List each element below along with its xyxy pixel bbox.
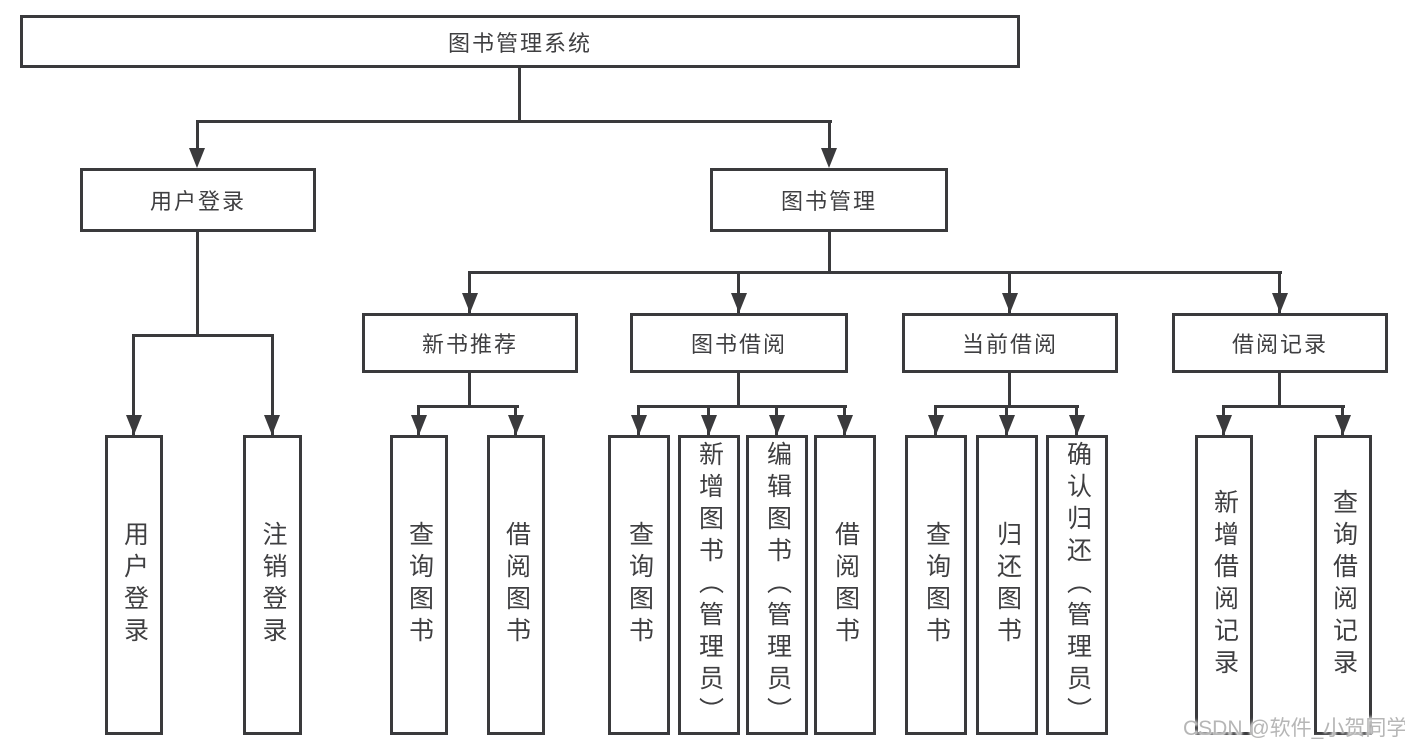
leaf-query-borrow-record: 查询借阅记录: [1314, 435, 1372, 735]
csdn-watermark: CSDN @软件_小贺同学: [1183, 717, 1405, 740]
connector-root-split: [196, 120, 832, 123]
connector-bookmgmt-split: [468, 271, 1282, 274]
node-label: 借阅记录: [1231, 332, 1328, 357]
arrow-down-icon: [462, 293, 478, 313]
leaf-label: 编辑图书（管理员）: [763, 441, 792, 729]
node-book-management-system: 图书管理系统: [20, 15, 1020, 68]
leaf-label: 确认归还（管理员）: [1063, 441, 1092, 729]
node-borrow-records: 借阅记录: [1172, 313, 1388, 373]
leaf-label: 注销登录: [259, 521, 287, 649]
node-label: 当前借阅: [961, 332, 1058, 357]
arrow-down-icon: [264, 415, 280, 435]
leaf-edit-books-admin: 编辑图书（管理员）: [746, 435, 808, 735]
leaf-query-books-current: 查询图书: [905, 435, 967, 735]
connector-branch-line: [828, 120, 831, 150]
node-label: 图书借阅: [690, 332, 787, 357]
arrow-down-icon: [731, 293, 747, 313]
connector-userlogin-split: [132, 334, 274, 337]
connector-root-stem: [518, 68, 521, 120]
arrow-down-icon: [1272, 293, 1288, 313]
connector-branch-line: [271, 334, 274, 435]
leaf-user-login: 用户登录: [105, 435, 163, 735]
leaf-add-borrow-record: 新增借阅记录: [1195, 435, 1253, 735]
leaf-label: 新增借阅记录: [1210, 489, 1239, 681]
arrow-down-icon: [1216, 415, 1232, 435]
arrow-down-icon: [821, 148, 837, 168]
connector-bookmgmt-stem: [828, 232, 831, 273]
leaf-borrow-books-recommend: 借阅图书: [487, 435, 545, 735]
leaf-add-books-admin: 新增图书（管理员）: [678, 435, 740, 735]
leaf-logout: 注销登录: [243, 435, 302, 735]
node-label: 新书推荐: [421, 332, 518, 357]
connector-split: [637, 405, 847, 408]
leaf-confirm-return-admin: 确认归还（管理员）: [1046, 435, 1108, 735]
connector-stem: [737, 373, 740, 407]
node-new-book-recommend: 新书推荐: [362, 313, 578, 373]
node-current-borrow: 当前借阅: [902, 313, 1118, 373]
connector-branch-line: [1008, 271, 1011, 313]
connector-stem: [1008, 373, 1011, 407]
leaf-label: 新增图书（管理员）: [695, 441, 724, 729]
connector-branch-line: [132, 334, 135, 435]
arrow-down-icon: [837, 415, 853, 435]
connector-branch-line: [737, 271, 740, 313]
connector-userlogin-stem: [196, 232, 199, 336]
connector-stem: [468, 373, 471, 407]
leaf-label: 查询借阅记录: [1329, 489, 1358, 681]
arrow-down-icon: [126, 415, 142, 435]
arrow-down-icon: [1002, 293, 1018, 313]
connector-split: [1222, 405, 1345, 408]
arrow-down-icon: [928, 415, 944, 435]
leaf-query-books-borrow: 查询图书: [608, 435, 670, 735]
arrow-down-icon: [631, 415, 647, 435]
node-user-login: 用户登录: [80, 168, 316, 232]
connector-split: [417, 405, 519, 408]
connector-branch-line: [468, 271, 471, 313]
leaf-return-books: 归还图书: [976, 435, 1038, 735]
arrow-down-icon: [1069, 415, 1085, 435]
connector-branch-line: [1278, 271, 1281, 313]
arrow-down-icon: [189, 148, 205, 168]
leaf-label: 借阅图书: [502, 521, 531, 649]
leaf-label: 查询图书: [625, 521, 654, 649]
leaf-query-books-recommend: 查询图书: [390, 435, 448, 735]
node-label: 图书管理系统: [447, 30, 592, 56]
leaf-label: 归还图书: [993, 521, 1022, 649]
node-label: 用户登录: [149, 189, 246, 214]
connector-stem: [1278, 373, 1281, 407]
leaf-borrow-books: 借阅图书: [814, 435, 876, 735]
leaf-label: 查询图书: [405, 521, 434, 649]
arrow-down-icon: [999, 415, 1015, 435]
node-book-borrow: 图书借阅: [630, 313, 848, 373]
node-label: 图书管理: [780, 189, 877, 214]
connector-branch-line: [196, 120, 199, 150]
arrow-down-icon: [769, 415, 785, 435]
leaf-label: 用户登录: [120, 521, 149, 649]
arrow-down-icon: [1335, 415, 1351, 435]
node-book-management: 图书管理: [710, 168, 948, 232]
leaf-label: 查询图书: [922, 521, 951, 649]
arrow-down-icon: [701, 415, 717, 435]
arrow-down-icon: [508, 415, 524, 435]
arrow-down-icon: [411, 415, 427, 435]
leaf-label: 借阅图书: [831, 521, 860, 649]
